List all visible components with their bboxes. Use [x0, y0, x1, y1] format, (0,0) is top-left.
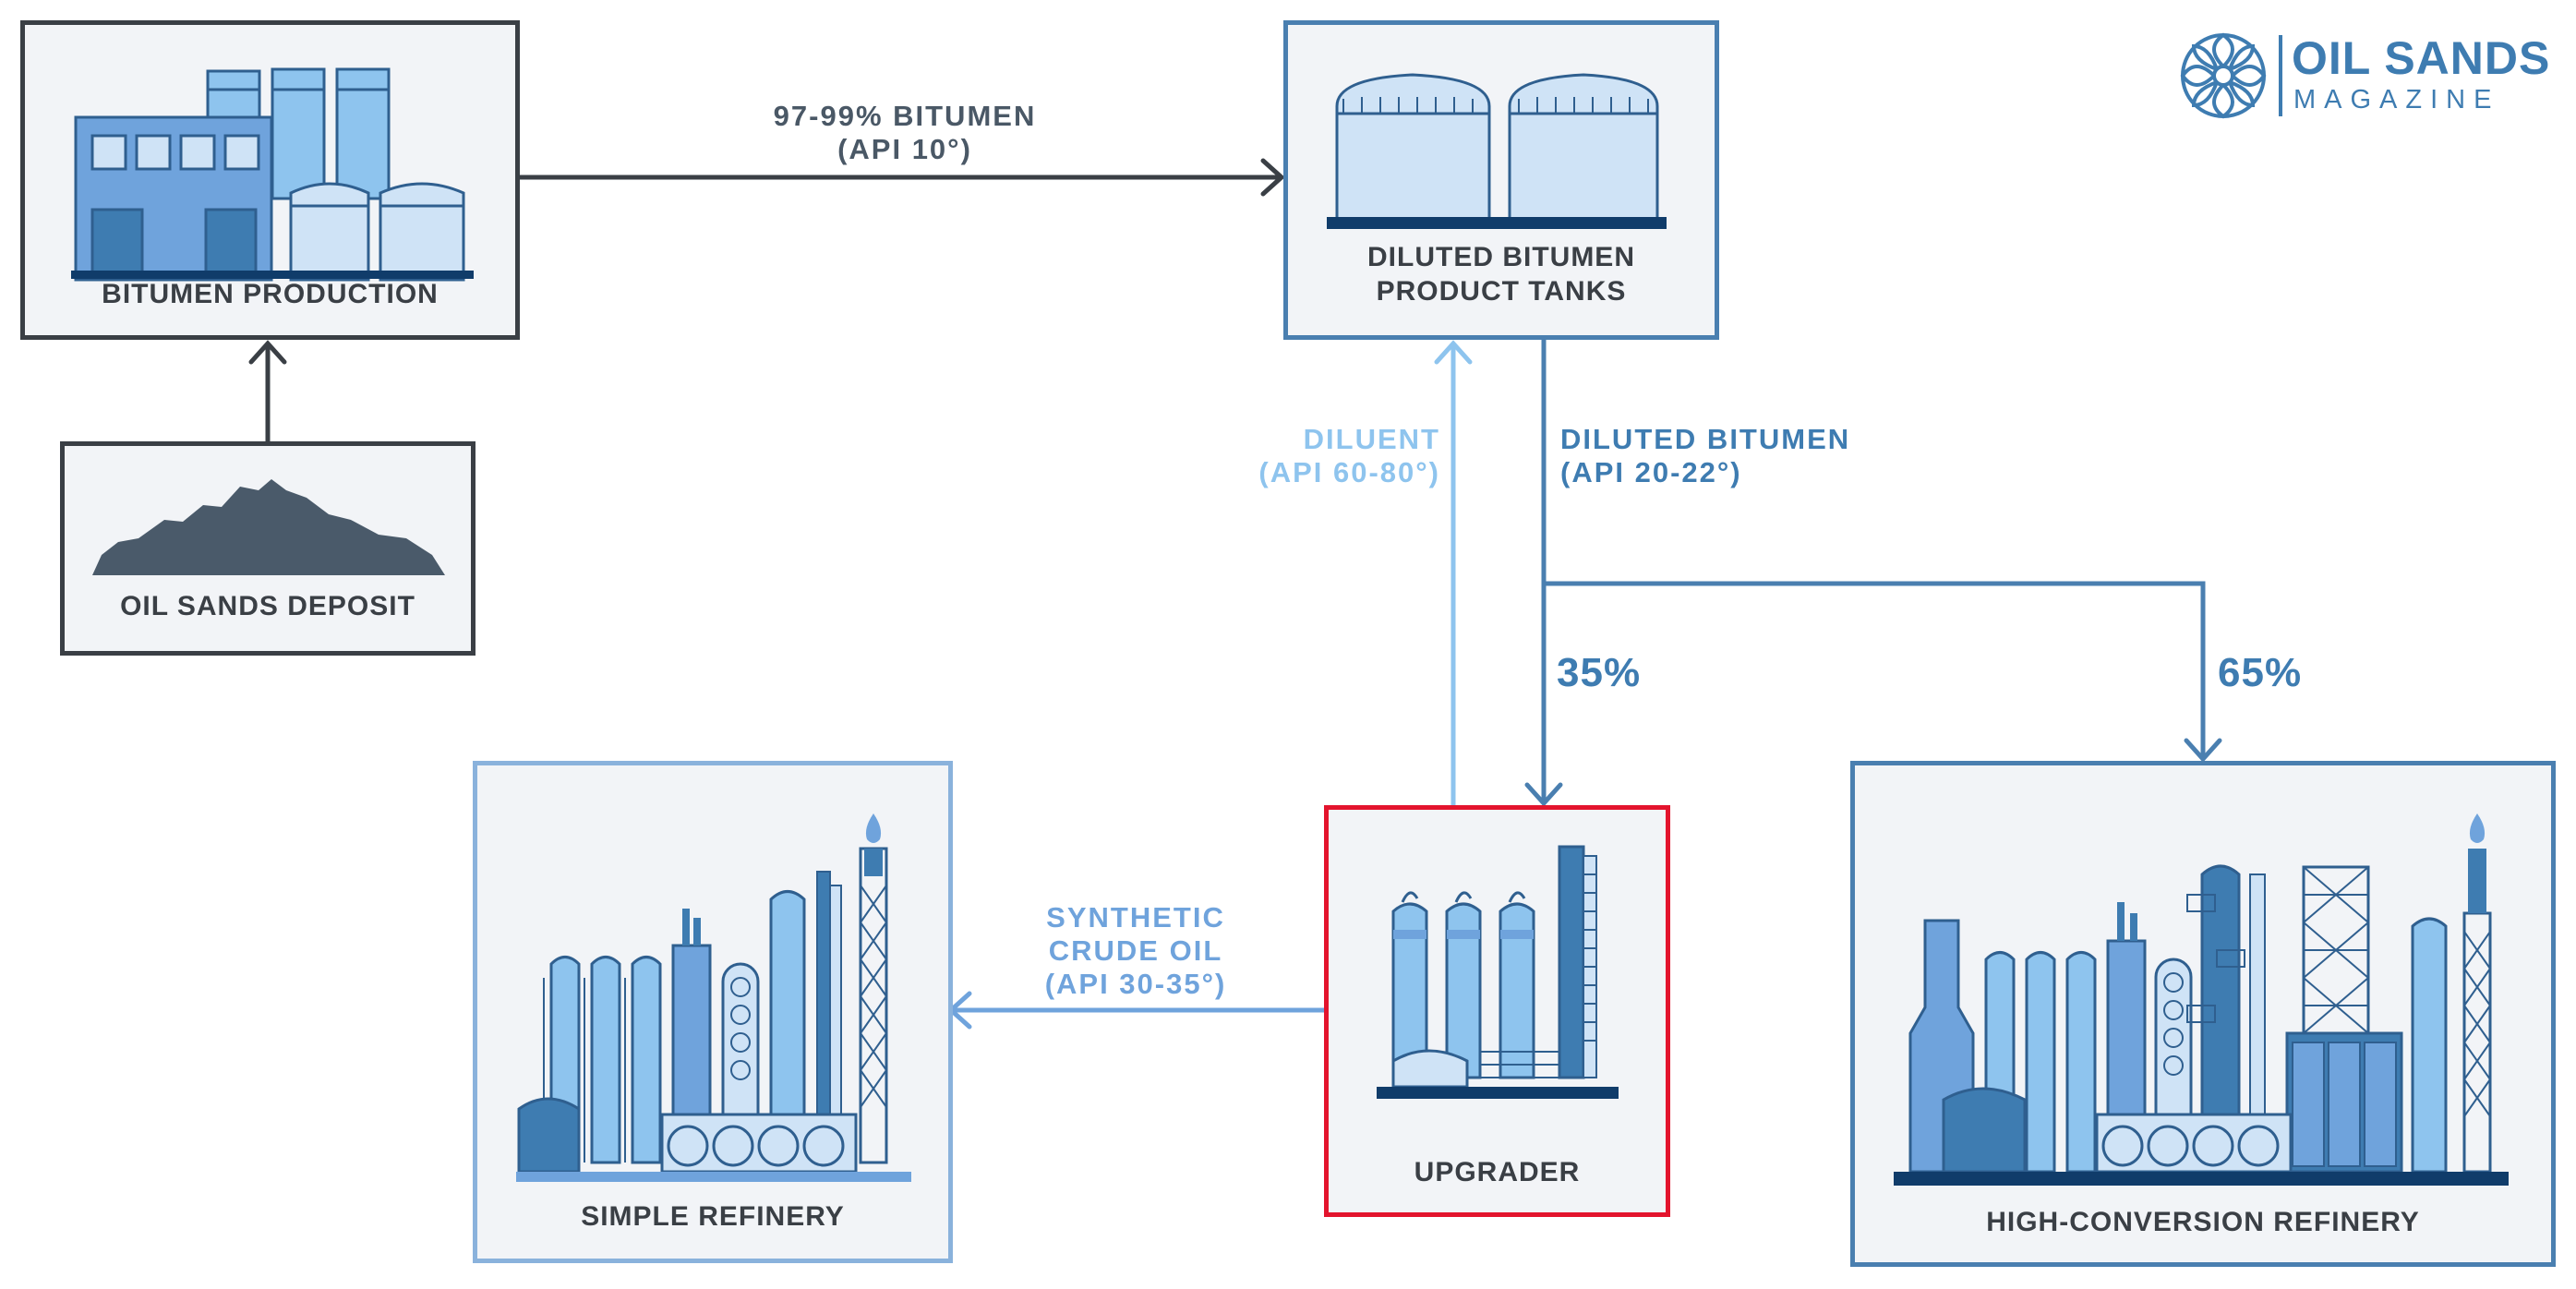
node-label: BITUMEN PRODUCTION	[102, 279, 439, 309]
node-label: SIMPLE REFINERY	[581, 1201, 845, 1232]
logo-title: OIL SANDS	[2292, 32, 2551, 84]
arrow-deposit-to-production	[248, 340, 287, 443]
flow-label-line: DILUENT	[1303, 423, 1440, 455]
split-percent-upgrader: 35%	[1557, 650, 1642, 695]
node-product-tanks: DILUTED BITUMEN PRODUCT TANKS	[1283, 20, 1719, 340]
node-label: UPGRADER	[1414, 1157, 1581, 1187]
logo-subtitle: MAGAZINE	[2293, 85, 2500, 114]
node-label-line1: DILUTED BITUMEN	[1367, 242, 1635, 272]
flow-label-line: (API 20-22°)	[1560, 456, 1742, 488]
flow-label-line: (API 60-80°)	[1258, 456, 1440, 488]
mountain-deposit-icon	[92, 479, 445, 575]
flow-label-line: (API 30-35°)	[1044, 968, 1227, 1000]
flow-label-line: DILUTED BITUMEN	[1560, 423, 1851, 455]
flow-label-line: SYNTHETIC	[1046, 901, 1225, 934]
storage-tanks-icon	[1327, 73, 1667, 229]
node-label: HIGH-CONVERSION REFINERY	[1986, 1207, 2420, 1237]
node-upgrader: UPGRADER	[1324, 805, 1670, 1217]
flow-label-diluent: DILUENT (API 60-80°)	[1219, 423, 1440, 489]
flow-label-line: CRUDE OIL	[1048, 934, 1223, 967]
flow-label-diluted-bitumen: DILUTED BITUMEN (API 20-22°)	[1560, 423, 1911, 489]
arrow-diluent-to-tanks	[1434, 340, 1473, 805]
production-plant-icon	[71, 67, 474, 282]
flower-logo-icon	[2180, 32, 2267, 119]
simple-refinery-icon	[516, 813, 911, 1182]
split-percent-refinery: 65%	[2218, 650, 2303, 695]
node-high-conversion-refinery: HIGH-CONVERSION REFINERY	[1850, 761, 2556, 1267]
node-bitumen-production: BITUMEN PRODUCTION	[20, 20, 520, 340]
logo-divider	[2279, 35, 2282, 116]
node-label: OIL SANDS DEPOSIT	[120, 591, 415, 621]
node-oil-sands-deposit: OIL SANDS DEPOSIT	[60, 441, 475, 656]
high-conversion-refinery-icon	[1894, 813, 2509, 1186]
flow-label-bitumen: 97-99% BITUMEN (API 10°)	[720, 100, 1089, 166]
flow-label-line: 97-99% BITUMEN	[773, 100, 1037, 132]
flow-label-synthetic-crude: SYNTHETIC CRUDE OIL (API 30-35°)	[1006, 901, 1265, 1001]
node-simple-refinery: SIMPLE REFINERY	[473, 761, 953, 1263]
node-label-line2: PRODUCT TANKS	[1376, 276, 1627, 307]
arrow-diluted-bitumen	[1524, 340, 2222, 807]
upgrader-plant-icon	[1377, 845, 1619, 1099]
arrow-production-to-tanks	[520, 158, 1285, 197]
flow-label-line: (API 10°)	[837, 133, 972, 165]
